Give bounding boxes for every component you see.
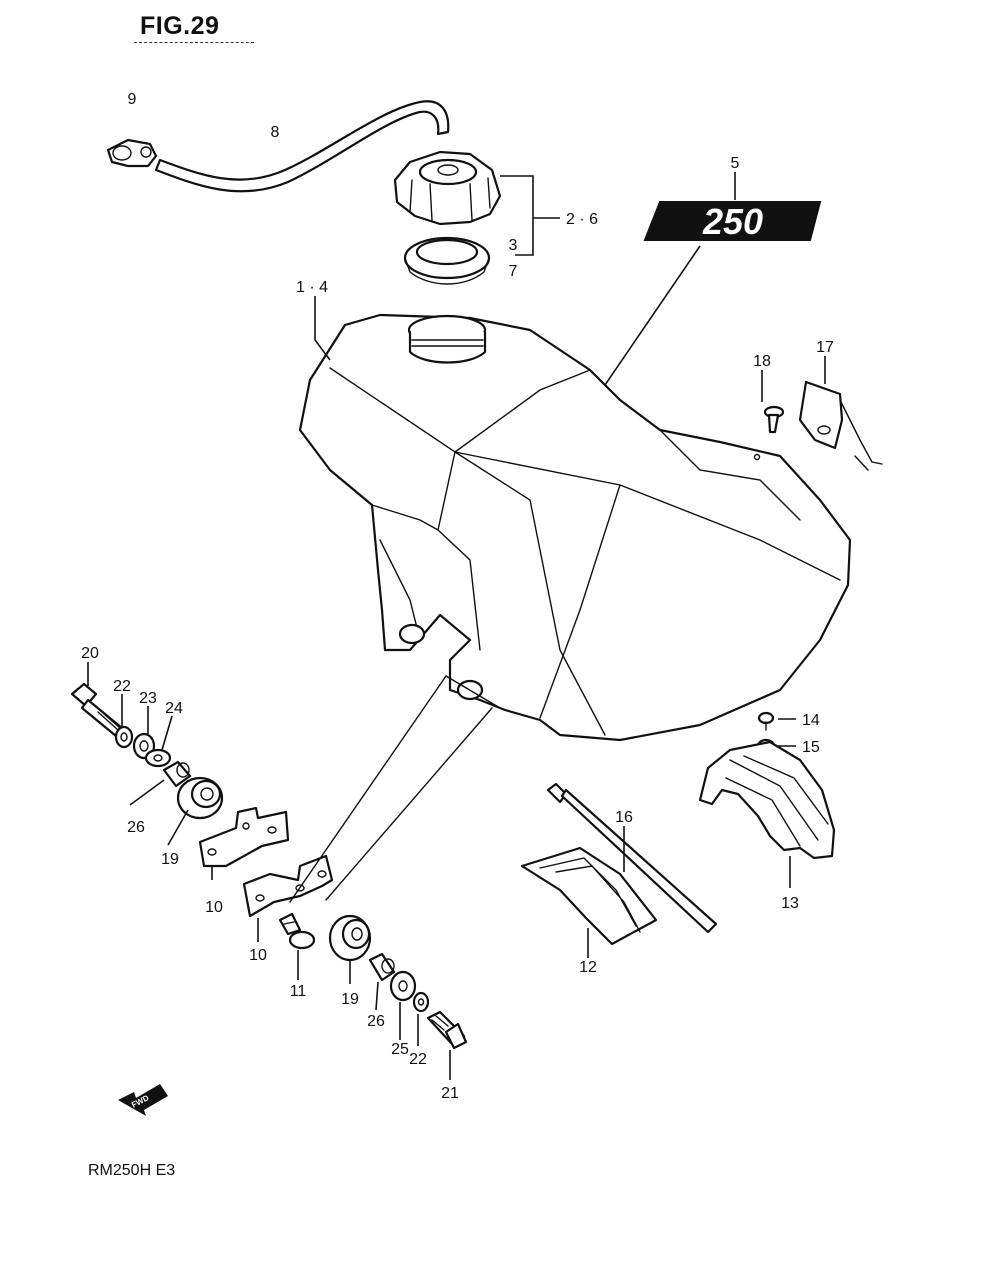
callout-5: 5 (731, 155, 740, 172)
bolt-21 (426, 1010, 468, 1050)
lead-tank (314, 296, 331, 361)
callout-19a: 19 (161, 851, 179, 868)
callout-19b: 19 (341, 991, 359, 1008)
callout-13: 13 (781, 895, 799, 912)
callout-11: 11 (290, 983, 307, 1000)
pad-12 (520, 846, 658, 946)
callout-15: 15 (802, 739, 820, 756)
callout-20: 20 (81, 645, 99, 662)
callout-26b: 26 (367, 1013, 385, 1030)
cover-13 (698, 740, 836, 860)
lead-26a (129, 779, 165, 806)
collar-26b (368, 952, 396, 982)
mount-ref-line-b (325, 707, 493, 901)
callout-18: 18 (753, 353, 771, 370)
callout-2-6: 2 · 6 (566, 211, 598, 228)
callout-10a: 10 (205, 899, 223, 916)
lead-19a (167, 809, 189, 846)
callout-8: 8 (271, 124, 280, 141)
washer-22b (412, 991, 430, 1013)
breather-hose (154, 100, 450, 193)
washer-24 (144, 748, 172, 768)
badge-text: 250 (702, 201, 763, 242)
callout-3: 3 (509, 237, 518, 254)
bolt-11 (278, 912, 316, 950)
cable-tie-16 (546, 782, 718, 934)
washer-25 (389, 970, 417, 1002)
bracket-10a (198, 806, 290, 868)
fwd-arrow-icon: FWD (118, 1084, 168, 1116)
hose-clamp (106, 138, 158, 168)
collar-26a (162, 760, 192, 788)
mount-ref-line-c (445, 675, 501, 709)
fuel-tank (298, 313, 852, 742)
mount-ref-line-a (289, 675, 447, 903)
callout-14: 14 (802, 712, 820, 729)
callout-12: 12 (579, 959, 597, 976)
fuel-cap (393, 150, 502, 226)
callout-1-4: 1 · 4 (296, 279, 328, 296)
lead-cap (500, 175, 560, 256)
callout-22a: 22 (113, 678, 131, 695)
callout-26a: 26 (127, 819, 145, 836)
figure-title: FIG.29 (140, 12, 220, 40)
callout-10b: 10 (249, 947, 267, 964)
badge-250: 250 (643, 201, 822, 242)
title-underline (134, 42, 254, 43)
damper-19b (328, 914, 372, 962)
callout-25: 25 (391, 1041, 409, 1058)
callout-17: 17 (816, 339, 834, 356)
lead-24 (161, 715, 173, 751)
screw-14 (757, 711, 775, 731)
callout-9: 9 (128, 91, 137, 108)
callout-7: 7 (509, 263, 518, 280)
cap-gasket (403, 236, 491, 285)
callout-24: 24 (165, 700, 183, 717)
bracket-10b (242, 854, 334, 918)
bracket-17 (798, 380, 883, 471)
screw-18 (763, 405, 785, 434)
callout-23: 23 (139, 690, 157, 707)
badge-pointer (604, 245, 701, 386)
damper-19a (176, 776, 224, 820)
washer-22a (114, 725, 134, 749)
callout-16: 16 (615, 809, 633, 826)
callout-21: 21 (441, 1085, 459, 1102)
callout-22b: 22 (409, 1051, 427, 1068)
lead-26b (375, 981, 379, 1011)
model-code: RM250H E3 (88, 1162, 176, 1179)
